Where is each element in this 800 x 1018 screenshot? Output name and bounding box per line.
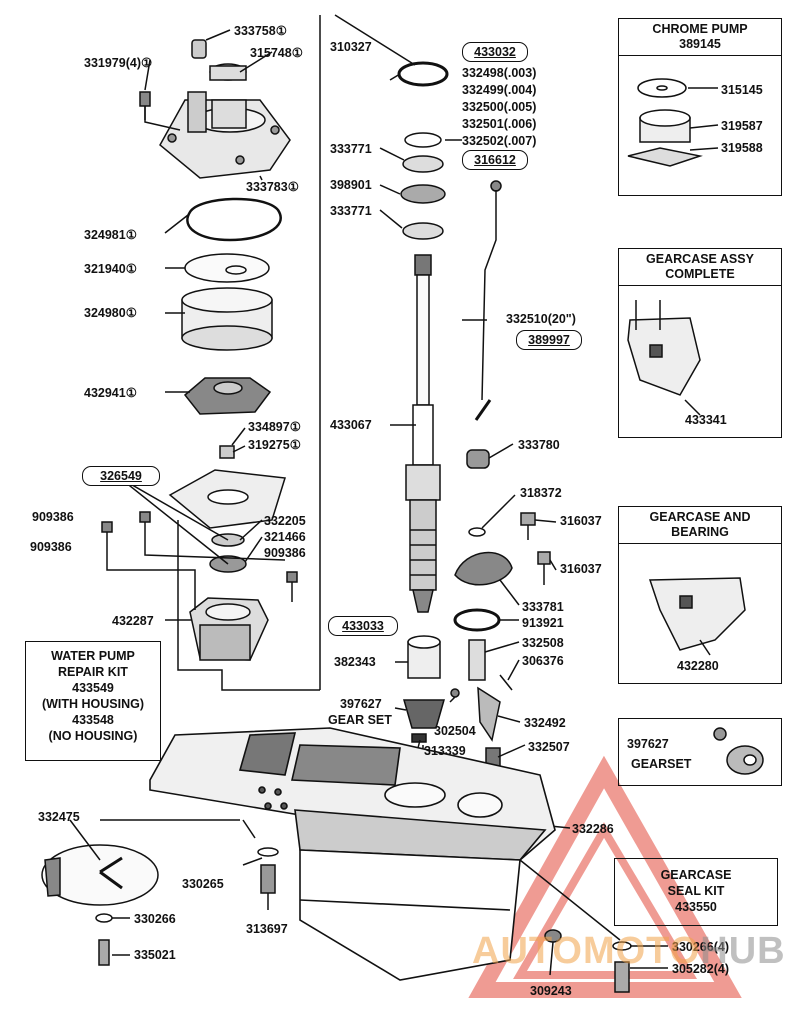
gearcase-assy-title2: COMPLETE <box>665 267 735 281</box>
part-label-321940: 321940① <box>84 262 137 276</box>
chrome-pump-title: CHROME PUMP <box>652 22 748 36</box>
part-label-332205: 332205 <box>264 514 306 528</box>
part-label-332502: 332502(.007) <box>462 134 537 148</box>
gearcase-bearing-number: 432280 <box>677 659 719 673</box>
part-label-332475: 332475 <box>38 810 80 824</box>
part-label-382343: 382343 <box>334 655 376 669</box>
wrench-tag-433032: 433032 <box>462 42 528 62</box>
part-label-332498: 332498(.003) <box>462 66 537 80</box>
chrome-pump-item-3: 319588 <box>721 141 763 155</box>
chrome-pump-number: 389145 <box>679 37 721 51</box>
part-label-913921: 913921 <box>522 616 564 630</box>
chrome-pump-item-1: 315145 <box>721 83 763 97</box>
pump-housing-drawing <box>189 597 269 661</box>
part-label-309243: 309243 <box>530 984 572 998</box>
part-label-319275: 319275① <box>248 438 301 452</box>
part-label-305282: 305282(4) <box>672 962 729 976</box>
water-pump-kit-title1: WATER PUMP <box>51 649 135 663</box>
part-label-316037-b: 316037 <box>560 562 602 576</box>
part-label-432287: 432287 <box>112 614 154 628</box>
seal-kit-title2: SEAL KIT <box>667 884 725 898</box>
part-label-432941: 432941① <box>84 386 137 400</box>
seal-kit-number: 433550 <box>675 900 717 914</box>
part-label-313339: 313339 <box>424 744 466 758</box>
gearcase-seal-kit-box: GEARCASE SEAL KIT 433550 <box>614 858 778 926</box>
part-label-335021: 335021 <box>134 948 176 962</box>
water-pump-kit-num2: 433548 <box>72 713 114 727</box>
part-label-334897: 334897① <box>248 420 301 434</box>
part-label-333780: 333780 <box>518 438 560 452</box>
part-label-306376: 306376 <box>522 654 564 668</box>
impeller-drawing <box>183 377 272 415</box>
part-label-333783: 333783① <box>246 180 299 194</box>
part-label-909386-b: 909386 <box>30 540 72 554</box>
pump-cover-drawing <box>159 39 291 179</box>
gear-set-label: GEAR SET <box>328 713 392 727</box>
water-pump-kit-num1: 433549 <box>72 681 114 695</box>
gearset-drawing <box>713 727 764 775</box>
part-label-332492: 332492 <box>524 716 566 730</box>
gearcase-assy-number: 433341 <box>685 413 727 427</box>
wrench-tag-433033: 433033 <box>328 616 398 636</box>
part-label-330265: 330265 <box>182 877 224 891</box>
part-label-332286: 332286 <box>572 822 614 836</box>
seal-kit-title1: GEARCASE <box>660 868 732 882</box>
gearcase-assy-box: GEARCASE ASSY COMPLETE 433341 <box>618 248 782 438</box>
wrench-tag-326549: 326549 <box>82 466 160 486</box>
automotohub-watermark: AUTOMOTOHUB <box>472 930 786 973</box>
part-label-332510: 332510(20") <box>506 312 576 326</box>
part-label-318372: 318372 <box>520 486 562 500</box>
water-pump-kit-note1: (WITH HOUSING) <box>41 697 145 711</box>
part-label-332508: 332508 <box>522 636 564 650</box>
water-pump-kit-box: WATER PUMP REPAIR KIT 433549 (WITH HOUSI… <box>25 641 161 761</box>
watermark-part1: AUTOMOTO <box>472 930 701 972</box>
part-label-313697: 313697 <box>246 922 288 936</box>
wrench-tag-389997: 389997 <box>516 330 582 350</box>
part-label-332499: 332499(.004) <box>462 83 537 97</box>
part-label-331979: 331979(4)① <box>84 56 153 70</box>
part-label-332507: 332507 <box>528 740 570 754</box>
part-label-330266x4: 330266(4) <box>672 940 729 954</box>
gearcase-housing-drawing <box>149 727 556 981</box>
watermark-part2: HUB <box>700 930 786 972</box>
part-label-302504: 302504 <box>434 724 476 738</box>
part-label-315748: 315748① <box>250 46 303 60</box>
part-label-909386-a: 909386 <box>32 510 74 524</box>
part-label-398901: 398901 <box>330 178 372 192</box>
water-pump-kit-note2: (NO HOUSING) <box>48 729 138 743</box>
gearcase-bearing-title2: BEARING <box>671 525 729 539</box>
gearset-box: 397627 GEARSET <box>618 718 782 786</box>
part-label-333781: 333781 <box>522 600 564 614</box>
part-label-332501: 332501(.006) <box>462 117 537 131</box>
part-label-324980: 324980① <box>84 306 137 320</box>
part-label-333771-b: 333771 <box>330 204 372 218</box>
gearset-label: GEARSET <box>631 757 692 771</box>
gearcase-bearing-drawing <box>648 577 746 656</box>
part-label-321466: 321466 <box>264 530 306 544</box>
watermark-triangle <box>468 755 742 998</box>
part-label-316037-a: 316037 <box>560 514 602 528</box>
gearset-number: 397627 <box>627 737 669 751</box>
gearcase-assy-title1: GEARCASE ASSY <box>646 252 754 266</box>
water-pump-kit-title2: REPAIR KIT <box>58 665 128 679</box>
gearcase-bearing-title1: GEARCASE AND <box>649 510 751 524</box>
part-label-397627: 397627 <box>340 697 382 711</box>
part-label-909386-c: 909386 <box>264 546 306 560</box>
chrome-pump-item-2: 319587 <box>721 119 763 133</box>
chrome-pump-box: CHROME PUMP 389145 315145 319587 319588 <box>618 18 782 196</box>
gearcase-bearing-box: GEARCASE AND BEARING 432280 <box>618 506 782 684</box>
part-label-333758: 333758① <box>234 24 287 38</box>
part-label-333771-a: 333771 <box>330 142 372 156</box>
part-label-332500: 332500(.005) <box>462 100 537 114</box>
part-label-310327: 310327 <box>330 40 372 54</box>
part-label-433067: 433067 <box>330 418 372 432</box>
gearcase-assy-drawing <box>627 300 701 416</box>
chrome-pump-drawing <box>627 78 719 167</box>
part-label-324981: 324981① <box>84 228 137 242</box>
part-label-330266: 330266 <box>134 912 176 926</box>
wrench-tag-316612: 316612 <box>462 150 528 170</box>
